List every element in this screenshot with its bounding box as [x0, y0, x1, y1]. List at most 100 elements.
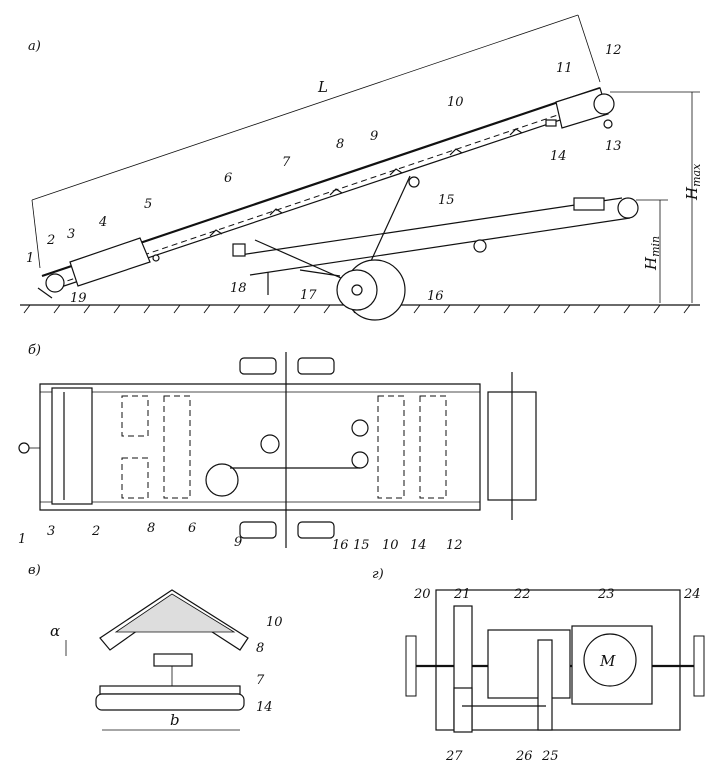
label-a-16: 16: [427, 289, 444, 304]
lower-head-drum: [617, 197, 639, 219]
section-v-label: в): [28, 563, 41, 578]
right-wall: [693, 635, 705, 697]
view-a-side: а): [20, 14, 703, 321]
hmin-label: Hmin: [642, 236, 662, 271]
plan-wheel-top-right: [297, 357, 335, 375]
dimension-heights: Hmax Hmin: [610, 91, 703, 303]
upper-idlers: [209, 128, 523, 237]
label-b-12: 12: [446, 538, 463, 553]
view-v-trough: в) b α 10 8 7 14: [28, 563, 283, 731]
label-g-27: 27: [445, 749, 463, 764]
label-v-14: 14: [256, 700, 273, 715]
gear-27: [453, 687, 473, 733]
plan-pulley-upper: [351, 419, 369, 437]
label-b-10: 10: [382, 538, 399, 553]
dim-L-ext-right: [577, 14, 601, 83]
dim-alpha-label: α: [50, 622, 60, 640]
label-g-23: 23: [597, 587, 615, 602]
label-a-10: 10: [447, 95, 464, 110]
head-cover: [555, 87, 609, 129]
label-g-21: 21: [453, 587, 471, 602]
section-b-label: б): [28, 343, 41, 358]
label-a-7: 7: [282, 155, 291, 170]
hmax-label: Hmax: [683, 163, 703, 201]
label-v-10: 10: [266, 615, 283, 630]
inclined-conveyor: [37, 86, 615, 299]
label-a-9: 9: [370, 129, 378, 144]
plan-frame-outline: [39, 383, 481, 511]
view-g-drive: г) M 20 21 22 23 24 27 26 25: [372, 567, 705, 764]
label-b-15: 15: [353, 538, 370, 553]
plan-wheel-bottom-right: [297, 521, 335, 539]
dim-L-label: L: [317, 78, 328, 96]
dim-L-line: [31, 14, 579, 201]
lower-belt-bottom: [249, 217, 631, 276]
strut-pivot: [408, 176, 420, 188]
plan-drive-motor: [205, 463, 239, 497]
label-a-4: 4: [98, 215, 107, 230]
plan-wheel-top-left: [239, 357, 277, 375]
label-v-8: 8: [256, 641, 264, 656]
label-b-1: 1: [18, 532, 26, 547]
plan-wheel-bottom-left: [239, 521, 277, 539]
part-labels-a: 1 2 3 4 5 6 7 8 9 10 11 12 13 14 15 16 1…: [26, 43, 622, 306]
section-a-label: а): [28, 39, 41, 54]
motor-label: M: [599, 652, 616, 670]
label-a-2: 2: [46, 233, 55, 248]
label-a-15: 15: [438, 193, 455, 208]
label-a-1: 1: [26, 251, 34, 266]
idler-point: [152, 254, 160, 262]
return-roller: [95, 693, 245, 711]
dim-b-label: b: [170, 711, 180, 729]
label-b-6: 6: [188, 521, 196, 536]
label-g-22: 22: [513, 587, 531, 602]
center-idler: [153, 653, 193, 667]
drive-housing: [435, 589, 681, 731]
lower-belt-top: [239, 197, 623, 256]
motor-symbol: [583, 633, 637, 687]
plan-winch-drum: [260, 434, 280, 454]
return-belt: [99, 685, 241, 695]
label-a-11: 11: [556, 61, 573, 76]
label-a-19: 19: [70, 291, 87, 306]
label-b-3: 3: [47, 524, 55, 539]
snub-pulley: [603, 119, 613, 129]
frame-joint: [232, 243, 246, 257]
plan-pulley-lower: [351, 451, 369, 469]
label-b-2: 2: [91, 524, 100, 539]
label-a-14: 14: [550, 149, 567, 164]
lower-head-cover: [573, 197, 605, 211]
label-a-5: 5: [144, 197, 152, 212]
label-a-17: 17: [300, 288, 317, 303]
lower-joint: [473, 239, 487, 253]
plan-tail-drum: [51, 387, 93, 505]
tail-drum: [45, 273, 65, 293]
label-b-16: 16: [332, 538, 349, 553]
dimension-L: L: [31, 14, 601, 269]
part-labels-b: 1 3 2 8 6 9 16 15 10 14 12: [18, 521, 463, 553]
label-v-7: 7: [256, 673, 265, 688]
gearbox: [487, 629, 571, 699]
winch-rod: [299, 269, 341, 277]
label-g-26: 26: [515, 749, 533, 764]
view-b-plan: б) 1 3 2: [18, 343, 537, 553]
label-a-3: 3: [67, 227, 75, 242]
section-g-label: г): [372, 567, 384, 582]
label-a-8: 8: [336, 137, 344, 152]
label-b-9: 9: [234, 535, 242, 550]
label-g-24: 24: [683, 587, 701, 602]
loading-hopper: [69, 237, 151, 287]
return-idler: [545, 119, 557, 127]
head-drum: [593, 93, 615, 115]
label-a-18: 18: [230, 281, 247, 296]
plan-tension-handle: [18, 442, 30, 454]
label-a-13: 13: [605, 139, 622, 154]
label-g-20: 20: [413, 587, 431, 602]
undercarriage: [232, 175, 420, 321]
label-a-12: 12: [605, 43, 622, 58]
lower-conveyor-position: [239, 197, 639, 276]
belt-return: [57, 99, 603, 285]
tension-screw: [37, 287, 53, 299]
label-g-25: 25: [541, 749, 559, 764]
